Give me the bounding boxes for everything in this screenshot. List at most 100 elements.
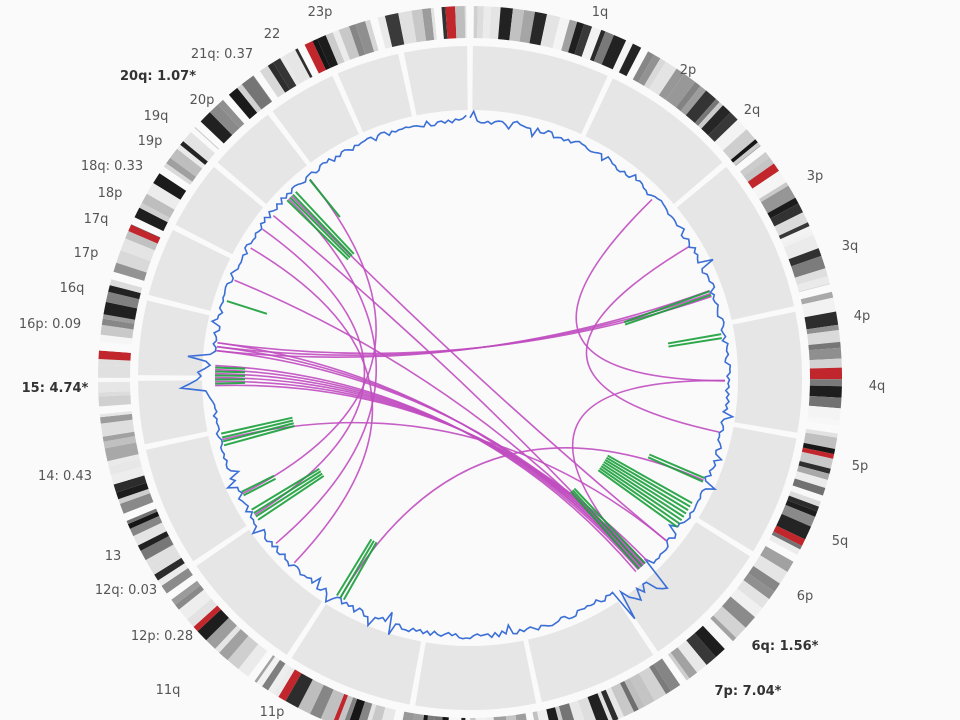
ideogram-band <box>632 51 655 83</box>
ideogram-band <box>154 557 185 581</box>
ideogram-band <box>752 170 787 199</box>
ideogram-band <box>131 224 161 238</box>
ideogram-band <box>103 436 137 449</box>
ideogram-band <box>748 565 780 592</box>
track-segment <box>337 53 412 133</box>
ideogram-band <box>568 21 585 55</box>
ideogram-band <box>384 12 405 48</box>
inversion-link <box>255 472 323 518</box>
ideogram-band <box>338 695 354 720</box>
arm-label: 18p <box>98 186 123 201</box>
track-segment <box>676 166 795 320</box>
ideogram-band <box>629 673 655 707</box>
translocation-link <box>250 247 374 564</box>
ideogram-band <box>219 629 249 661</box>
ideogram-band <box>515 713 527 720</box>
ideogram-band <box>519 9 536 44</box>
ideogram-band <box>209 104 240 135</box>
ideogram-band <box>733 142 761 166</box>
copy-number-track-background <box>138 46 802 710</box>
arm-label: 20q: 1.07* <box>120 69 196 84</box>
inversion-link <box>295 191 355 255</box>
ideogram-band <box>411 9 427 43</box>
ideogram-band <box>344 697 358 720</box>
arm-label: 13 <box>105 549 122 564</box>
ideogram-band <box>702 618 733 650</box>
ideogram-band <box>759 182 789 203</box>
ideogram-band <box>577 697 596 720</box>
ideogram-band <box>120 238 155 262</box>
translocation-link <box>215 364 637 573</box>
ideogram-band <box>802 442 836 455</box>
ideogram-band <box>552 17 570 51</box>
ideogram-band <box>298 679 324 714</box>
ideogram-band <box>593 31 614 65</box>
ideogram-band <box>238 644 268 677</box>
ideogram-band <box>477 6 484 39</box>
ideogram-band <box>134 207 168 232</box>
arm-label: 6q: 1.56* <box>752 639 819 654</box>
ideogram-band <box>581 26 602 60</box>
ideogram-band <box>781 504 816 527</box>
ideogram-band <box>730 139 758 163</box>
ideogram-band <box>254 655 276 683</box>
track-segment <box>291 604 422 705</box>
ideogram-band <box>107 454 140 467</box>
ideogram-band <box>589 29 606 62</box>
ideogram-band <box>183 132 215 162</box>
ideogram-band <box>587 693 609 720</box>
translocation-link <box>242 178 377 495</box>
track-segment <box>148 229 231 311</box>
ideogram-band <box>485 717 494 720</box>
ideogram-band <box>794 471 828 488</box>
arm-label: 3p <box>807 169 824 184</box>
ideogram-band <box>735 145 761 166</box>
copy-number-line <box>178 109 735 640</box>
ideogram-band <box>166 157 196 182</box>
ideogram-band <box>760 185 796 214</box>
inversion-link <box>600 465 683 522</box>
track-segment <box>196 529 323 655</box>
ideogram-band <box>98 365 131 378</box>
ideogram-band <box>193 605 221 632</box>
ideogram-band <box>141 193 175 218</box>
ideogram-band <box>653 658 681 692</box>
inversion-link <box>308 179 341 218</box>
ideogram-band <box>505 714 517 720</box>
ideogram-band <box>558 703 575 720</box>
arm-label: 17p <box>74 246 99 261</box>
ideogram-band <box>798 460 831 474</box>
inversion-link <box>215 366 246 370</box>
ideogram-band <box>262 659 286 691</box>
ideogram-band <box>804 311 839 330</box>
ideogram-band <box>807 330 841 345</box>
inversion-link <box>599 467 680 525</box>
ideogram-band <box>398 10 417 45</box>
arm-label: 4p <box>854 309 871 324</box>
ideogram-band <box>773 525 806 546</box>
ideogram-band <box>175 585 204 610</box>
ideogram-band <box>737 580 770 609</box>
ideogram-band <box>790 485 823 502</box>
ideogram-band <box>753 555 788 584</box>
ideogram-band <box>701 105 731 136</box>
ideogram-band <box>555 706 563 720</box>
ideogram-band <box>381 707 396 720</box>
arm-label: 12p: 0.28 <box>131 629 193 644</box>
ideogram-band <box>127 511 160 529</box>
ideogram-band <box>760 545 794 572</box>
inversion-link <box>286 199 349 261</box>
ideogram-band <box>493 716 507 720</box>
ideogram-band <box>680 85 707 116</box>
ideogram-band <box>139 202 171 223</box>
ideogram-band <box>540 14 561 49</box>
arm-label: 23p <box>308 5 333 20</box>
arm-label: 2p <box>680 63 697 78</box>
inversion-link <box>623 290 711 324</box>
ideogram-band <box>658 68 685 101</box>
ideogram-band <box>273 666 295 697</box>
ideogram-band <box>648 61 677 96</box>
copy-number-trace <box>178 109 735 640</box>
ideogram-band <box>473 6 478 39</box>
ideogram-band <box>730 588 763 618</box>
